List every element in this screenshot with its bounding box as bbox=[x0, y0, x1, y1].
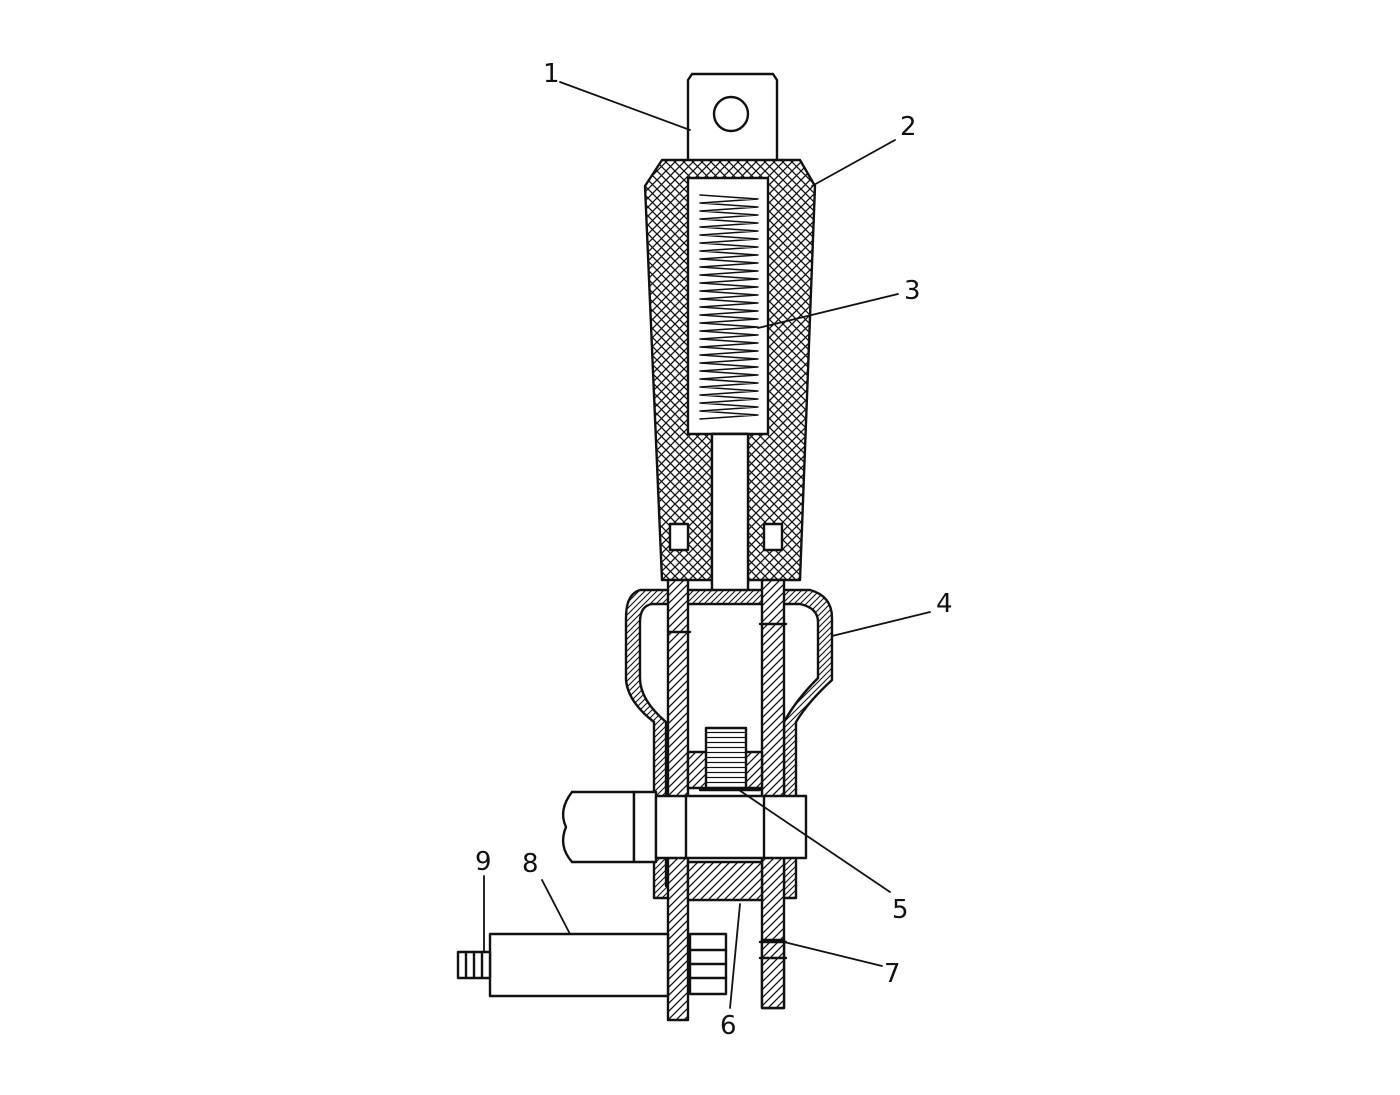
threaded-stud-part bbox=[488, 932, 728, 998]
cross-pin-shaft bbox=[561, 790, 808, 864]
threaded-tip-part bbox=[456, 950, 492, 980]
callout-labels: 1 2 3 4 5 6 7 8 9 bbox=[475, 59, 953, 1041]
compression-spring-part bbox=[699, 194, 759, 420]
leader-line-7 bbox=[783, 941, 883, 967]
right-plate-lower bbox=[758, 938, 788, 1010]
leader-line-8 bbox=[541, 879, 571, 935]
callout-7: 7 bbox=[884, 959, 901, 989]
leader-line-2 bbox=[811, 139, 896, 187]
leader-line-6 bbox=[729, 903, 741, 1009]
callout-3: 3 bbox=[904, 276, 921, 306]
lower-spacer-part bbox=[686, 860, 764, 902]
leader-line-5 bbox=[735, 787, 891, 893]
callout-1: 1 bbox=[543, 59, 560, 89]
leader-lines bbox=[483, 81, 931, 1009]
callout-4: 4 bbox=[936, 589, 953, 619]
leader-line-4 bbox=[831, 611, 931, 637]
callout-5: 5 bbox=[892, 895, 909, 925]
callout-6: 6 bbox=[720, 1011, 737, 1041]
callout-9: 9 bbox=[475, 847, 492, 877]
callout-2: 2 bbox=[900, 112, 917, 142]
callout-8: 8 bbox=[522, 849, 539, 879]
leader-line-3 bbox=[757, 293, 899, 329]
leader-line-1 bbox=[559, 81, 691, 131]
